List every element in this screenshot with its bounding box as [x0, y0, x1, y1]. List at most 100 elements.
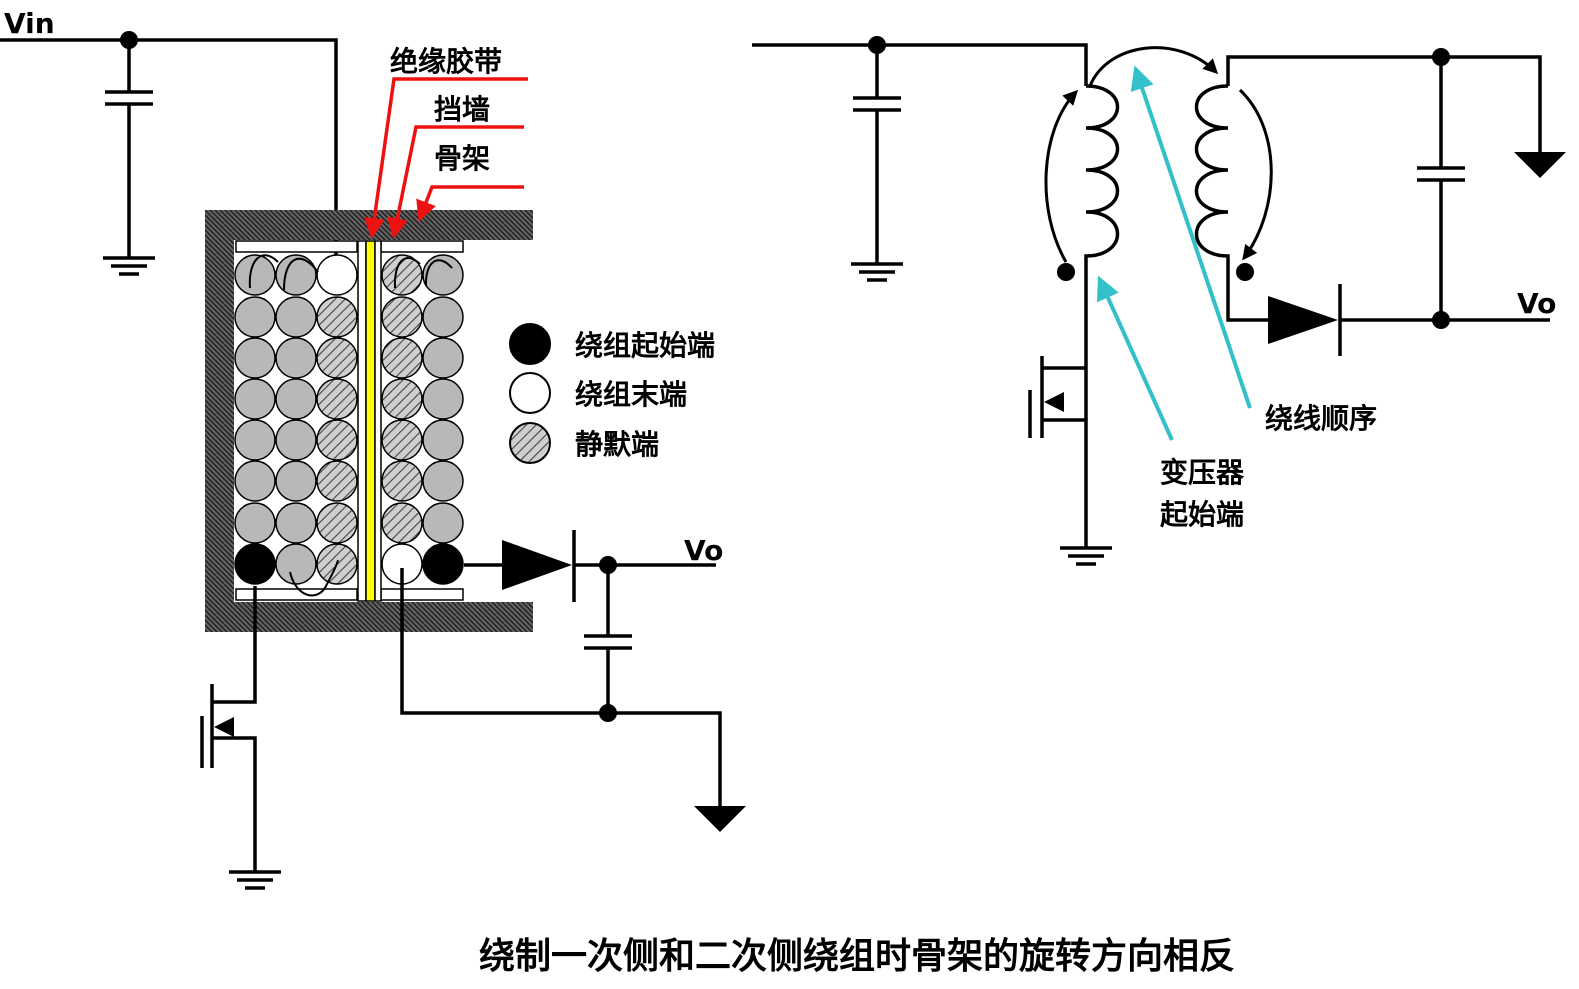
mosfet-source-wire [212, 736, 257, 872]
mosfet-arrow [214, 717, 234, 737]
wire-start [422, 543, 464, 585]
wire-active [422, 337, 464, 379]
wire-active [275, 460, 317, 502]
primary-dot [1057, 263, 1075, 281]
input-capacitor [105, 40, 153, 258]
wire-active [234, 419, 276, 461]
return-node [599, 704, 617, 722]
right-vo-label: Vo [1517, 287, 1556, 320]
wire-active [275, 419, 317, 461]
winding-loop [289, 559, 339, 597]
wire-grid [234, 254, 464, 585]
primary-winding-direction-arrow [1044, 89, 1079, 263]
output-ground [694, 806, 746, 832]
margin-wall-left [357, 240, 367, 602]
insulation-tape [365, 240, 376, 602]
wire-active [422, 296, 464, 338]
right-input-wire [752, 43, 1088, 86]
legend-quiet-text: 静默端 [575, 428, 659, 461]
secondary-dot [1236, 263, 1254, 281]
winding-loop [283, 257, 319, 291]
right-output-capacitor [1417, 57, 1465, 320]
mosfet-ground [229, 870, 281, 890]
wire-active [422, 502, 464, 544]
wire-active [275, 296, 317, 338]
output-diode [502, 540, 572, 590]
callout-bobbin: 骨架 [434, 142, 490, 175]
legend-start-text: 绕组起始端 [575, 329, 715, 362]
wire-active [234, 296, 276, 338]
wire-quiet [381, 337, 423, 379]
callout-insulation-tape: 绝缘胶带 [390, 45, 502, 78]
right-mosfet-arrow [1044, 392, 1064, 412]
left-schematic: Vin 绝缘胶带 挡墙 骨架 绕组起始端 [0, 7, 746, 890]
winding-loop [424, 259, 453, 287]
callout-arrow-tape [363, 77, 528, 240]
wire-quiet [381, 460, 423, 502]
legend-end-text: 绕组末端 [575, 378, 687, 411]
wire-active [422, 254, 464, 296]
winding-order-arrow [1130, 65, 1252, 409]
winding-loop [393, 257, 421, 289]
wire-quiet [316, 419, 358, 461]
mosfet-left-body [200, 684, 214, 768]
wire-quiet [316, 337, 358, 379]
wire-active [275, 254, 317, 296]
primary-drain-wire [212, 586, 257, 704]
legend-start-marker [509, 323, 551, 365]
callout-margin-wall: 挡墙 [434, 93, 490, 126]
wire-quiet [316, 296, 358, 338]
wire-active [422, 378, 464, 420]
vin-wire [0, 38, 338, 262]
wire-active [234, 378, 276, 420]
wire-start [234, 543, 276, 585]
left-vo-label: Vo [684, 534, 723, 567]
wire-active [275, 502, 317, 544]
transformer-start-label-line1: 变压器 [1160, 456, 1245, 489]
callout-arrow-wall [387, 125, 524, 240]
wire-quiet [381, 296, 423, 338]
transformer-start-label-line2: 起始端 [1160, 498, 1244, 531]
secondary-winding-direction-arrow [1238, 88, 1273, 261]
wire-active [234, 337, 276, 379]
right-mosfet-body [1028, 356, 1086, 438]
wire-active [275, 337, 317, 379]
secondary-top-wire [1226, 55, 1542, 152]
wire-active [422, 419, 464, 461]
wire-quiet [381, 254, 423, 296]
winding-loop [248, 254, 279, 289]
right-output-ground [1514, 152, 1566, 178]
wire-end [316, 254, 358, 296]
primary-winding [1084, 84, 1120, 420]
wire-active [234, 460, 276, 502]
figure-caption: 绕制一次侧和二次侧绕组时骨架的旋转方向相反 [479, 936, 1235, 977]
legend: 绕组起始端 绕组末端 静默端 [509, 323, 715, 464]
wire-quiet [381, 502, 423, 544]
right-mosfet-ground [1060, 546, 1112, 566]
ground-symbol [103, 256, 155, 276]
wire-quiet [381, 378, 423, 420]
legend-quiet-marker [509, 422, 551, 464]
right-schematic: Vo 绕线顺序 变压器 起始端 [752, 36, 1566, 566]
callout-arrow-bobbin [416, 185, 524, 222]
legend-end-marker [509, 372, 551, 414]
wire-active [422, 460, 464, 502]
secondary-winding [1194, 84, 1268, 322]
winding-transfer-arrow [1088, 46, 1219, 87]
bobbin-flange-top-right [380, 240, 464, 253]
wire-quiet [316, 502, 358, 544]
right-output-diode [1268, 296, 1338, 344]
margin-wall-right [374, 240, 382, 602]
wire-quiet [316, 378, 358, 420]
wire-quiet [381, 419, 423, 461]
output-capacitor [584, 565, 632, 713]
wire-quiet [316, 460, 358, 502]
wire-active [275, 378, 317, 420]
wire-active [234, 502, 276, 544]
right-mosfet-source-wire [1042, 418, 1088, 548]
wire-active [234, 254, 276, 296]
bobbin-flange-bottom-left [235, 588, 358, 601]
right-input-ground [851, 262, 903, 282]
right-input-capacitor [853, 45, 901, 264]
bobbin-flange-top-left [235, 240, 358, 253]
